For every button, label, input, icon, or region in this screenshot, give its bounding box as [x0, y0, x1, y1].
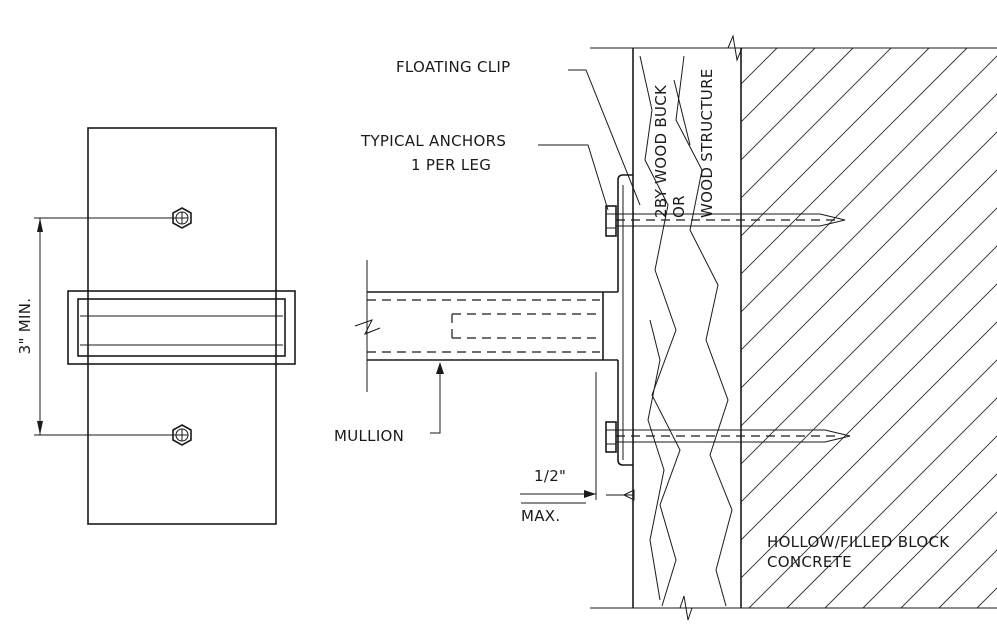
clip-plate [87, 127, 277, 525]
hatch-line [741, 48, 892, 199]
hatch-line [741, 207, 997, 465]
wood-structure-label: WOOD STRUCTURE [698, 68, 716, 218]
dimension-3-min [34, 217, 176, 436]
mullion-profile [354, 260, 604, 392]
hatch-line [824, 435, 997, 608]
dimension-3-min-label: 3" MIN. [16, 298, 34, 355]
hatch-line [900, 511, 997, 608]
wood-buck-label: 2BY WOOD BUCK [652, 84, 670, 218]
hatch-line [741, 321, 997, 579]
floating-clip-label: FLOATING CLIP [396, 58, 511, 76]
hatch-line [938, 549, 997, 608]
wall-lines [590, 34, 997, 621]
hatch-line [741, 93, 997, 351]
mullion-label: MULLION [334, 427, 404, 445]
mullion-section [67, 290, 296, 365]
block-label: HOLLOW/FILLED BLOCK [767, 533, 950, 551]
floating-clip [603, 174, 633, 466]
hatch-line [976, 587, 997, 608]
hatch-line [741, 48, 930, 237]
per-leg-label: 1 PER LEG [411, 156, 491, 174]
lower-screw [605, 421, 851, 453]
half-inch-label: 1/2" [534, 467, 566, 485]
hatch-line [748, 359, 997, 608]
leaders [430, 69, 691, 501]
upper-screw [605, 205, 846, 237]
max-label: MAX. [521, 507, 560, 525]
hatch-line [786, 397, 997, 608]
concrete-label: CONCRETE [767, 553, 852, 571]
typical-anchors-label: TYPICAL ANCHORS [360, 132, 506, 150]
hatch-line [741, 245, 997, 503]
hatch-line [741, 48, 854, 161]
concrete-hatch [741, 48, 997, 608]
hatch-line [741, 48, 968, 275]
hatch-line [741, 55, 997, 313]
or-label: OR [670, 195, 688, 218]
hatch-line [741, 131, 997, 389]
hatch-line [741, 283, 997, 541]
elevation-view: 3" MIN. [16, 127, 296, 525]
wood-grain [639, 55, 733, 607]
hatch-line [862, 473, 997, 608]
hatch-line [741, 169, 997, 427]
